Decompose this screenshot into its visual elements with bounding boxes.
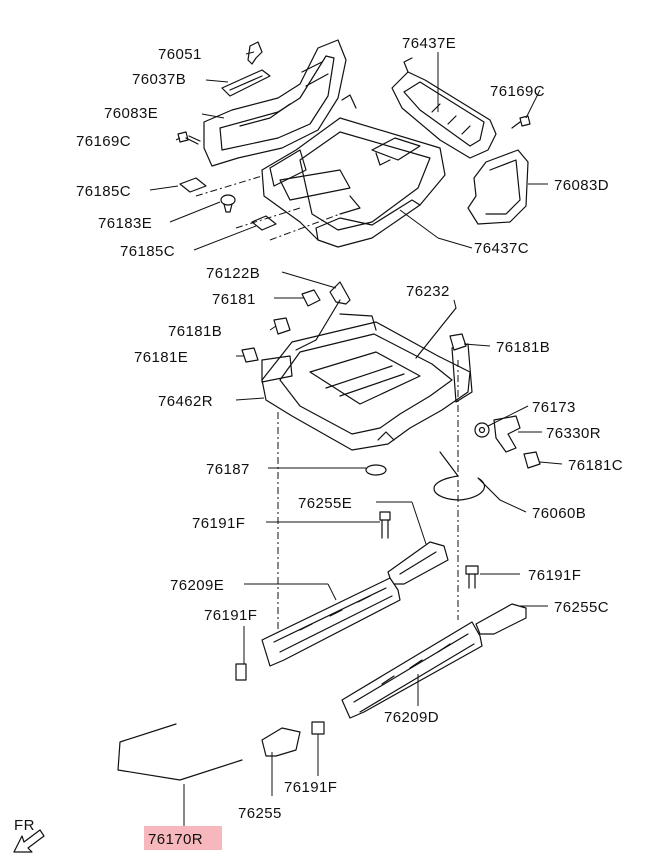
nut-76181 xyxy=(301,289,321,307)
label-76187: 76187 xyxy=(206,461,250,478)
bolt-76191F-c xyxy=(465,565,479,589)
label-76255E: 76255E xyxy=(298,495,352,512)
leader-lines xyxy=(149,51,563,828)
dashed-guide-top-1 xyxy=(195,175,263,197)
bolt-76191F-b xyxy=(235,663,247,681)
label-76181B-right: 76181B xyxy=(496,339,550,356)
label-76209E: 76209E xyxy=(170,577,224,594)
nut-76181C xyxy=(523,451,541,469)
label-76255C: 76255C xyxy=(554,599,609,616)
highlight-76170R xyxy=(144,826,222,850)
label-76185C-bottom: 76185C xyxy=(120,243,175,260)
label-76169C-right: 76169C xyxy=(490,83,545,100)
label-76185C-top: 76185C xyxy=(76,183,131,200)
front-arrow-icon xyxy=(13,829,45,853)
label-76170R: 76170R xyxy=(148,831,203,848)
seat-adjuster-frame-76462R xyxy=(261,313,473,451)
label-76191F-c: 76191F xyxy=(528,567,581,584)
label-76181C: 76181C xyxy=(568,457,623,474)
label-76181B-left: 76181B xyxy=(168,323,222,340)
cable-76232 xyxy=(415,307,457,359)
label-76083D: 76083D xyxy=(554,177,609,194)
side-cover-76083D xyxy=(467,149,529,225)
knob-76051 xyxy=(247,41,263,65)
screw-76169C-right xyxy=(511,115,531,129)
screw-76169C-left xyxy=(177,131,201,145)
label-76462R: 76462R xyxy=(158,393,213,410)
label-76209D: 76209D xyxy=(384,709,439,726)
clip-76187 xyxy=(365,464,387,476)
pad-76185C-bottom xyxy=(251,215,277,231)
nut-76181B-left xyxy=(273,317,291,335)
label-76437C: 76437C xyxy=(474,240,529,257)
cable-loop-76060B xyxy=(433,451,501,501)
label-76051: 76051 xyxy=(158,46,202,63)
label-76191F-a: 76191F xyxy=(192,515,245,532)
dashed-guide-top-3 xyxy=(269,213,341,241)
pad-76185C-top xyxy=(179,177,207,193)
bolt-76191F-d xyxy=(311,721,325,735)
label-76255: 76255 xyxy=(238,805,282,822)
label-76037B: 76037B xyxy=(132,71,186,88)
label-76191F-d: 76191F xyxy=(284,779,337,796)
label-76122B: 76122B xyxy=(206,265,260,282)
rail-cover-76255E xyxy=(387,541,449,585)
seat-back-frame-76437E xyxy=(391,57,497,159)
bolt-76191F-a xyxy=(379,511,391,539)
nut-76181B-right xyxy=(449,333,467,351)
label-76169C-left: 76169C xyxy=(76,133,131,150)
wire-76170R xyxy=(117,723,243,781)
label-76330R: 76330R xyxy=(546,425,601,442)
label-fr: FR xyxy=(14,817,35,834)
seat-rail-76209D xyxy=(341,621,483,719)
lever-76037B xyxy=(221,69,271,97)
part-labels: 76051 76037B 76083E 76169C 76185C 76183E… xyxy=(76,35,623,850)
rail-end-cover-76255 xyxy=(261,727,301,757)
rail-cover-76255C xyxy=(475,603,527,635)
nut-76181E xyxy=(241,347,259,363)
label-76437E: 76437E xyxy=(402,35,456,52)
washer-76173 xyxy=(474,422,490,438)
front-direction-indicator: FR xyxy=(13,817,45,853)
side-shield-76083E xyxy=(203,39,347,167)
label-76181E: 76181E xyxy=(134,349,188,366)
label-76232: 76232 xyxy=(406,283,450,300)
label-76060B: 76060B xyxy=(532,505,586,522)
label-76083E: 76083E xyxy=(104,105,158,122)
label-76173: 76173 xyxy=(532,399,576,416)
label-76191F-b: 76191F xyxy=(204,607,257,624)
bracket-76330R xyxy=(493,415,521,453)
label-76183E: 76183E xyxy=(98,215,152,232)
seat-cushion-pan-76437C xyxy=(261,94,446,248)
plug-76183E xyxy=(220,194,236,213)
seat-rail-76209E xyxy=(261,577,401,667)
label-76181: 76181 xyxy=(212,291,256,308)
dashed-guide-top-2 xyxy=(235,207,301,229)
